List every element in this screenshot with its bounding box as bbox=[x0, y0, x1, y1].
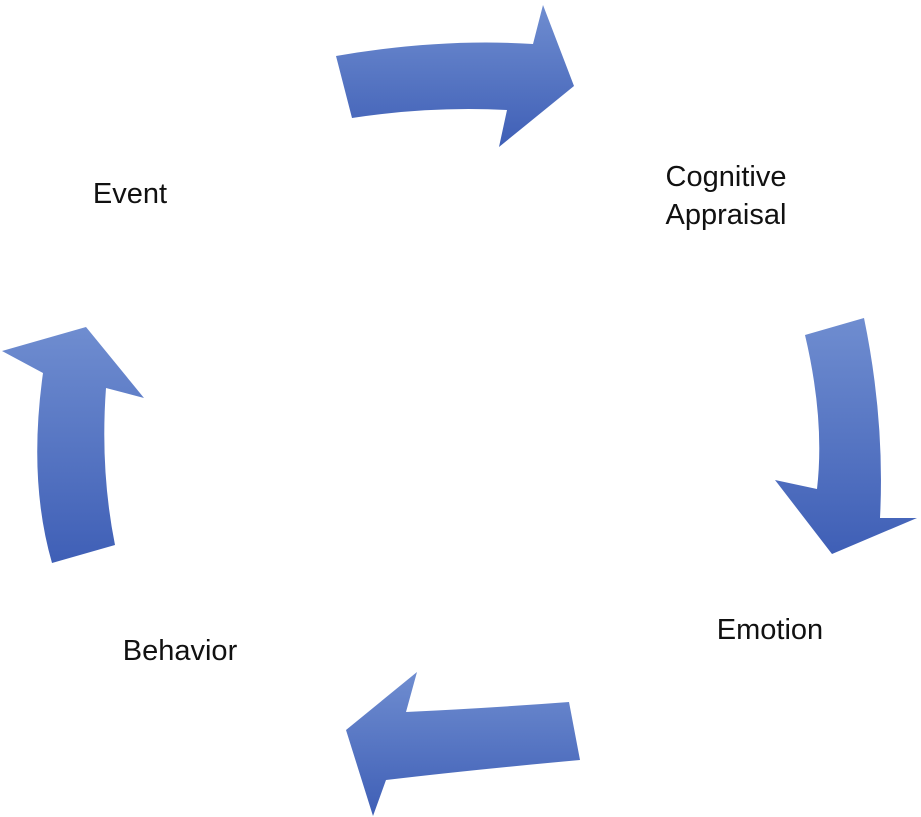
node-behavior: Behavior bbox=[100, 632, 260, 670]
node-event-label: Event bbox=[92, 178, 168, 210]
node-appraisal-label-line1: Cognitive bbox=[665, 161, 787, 193]
arrow-appraisal-to-emotion bbox=[775, 318, 917, 554]
arrow-event-to-appraisal bbox=[336, 5, 574, 147]
node-emotion-label: Emotion bbox=[716, 614, 824, 646]
node-behavior-label: Behavior bbox=[122, 635, 238, 667]
node-appraisal-label-line2: Appraisal bbox=[665, 199, 787, 231]
node-cognitive-appraisal: Cognitive Appraisal bbox=[636, 158, 816, 234]
arrow-emotion-to-behavior bbox=[346, 672, 580, 816]
node-event: Event bbox=[70, 175, 190, 213]
node-emotion: Emotion bbox=[700, 611, 840, 649]
arrow-behavior-to-event bbox=[2, 327, 144, 563]
